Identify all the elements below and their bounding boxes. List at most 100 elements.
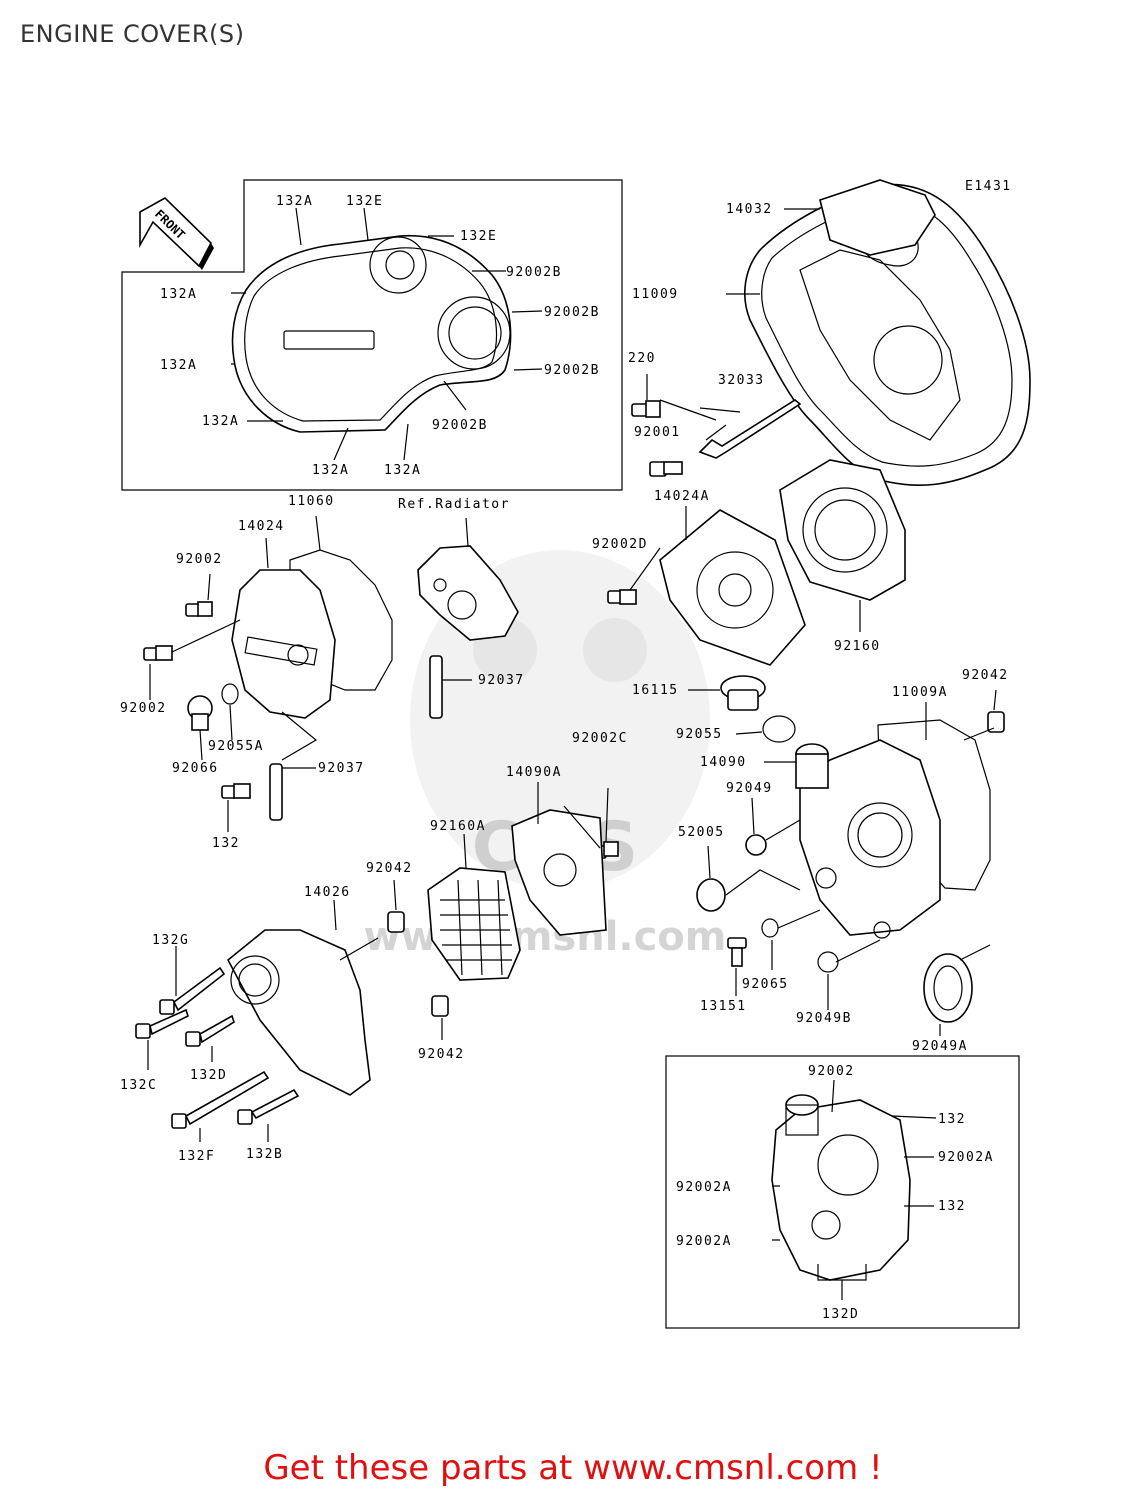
- cover-14032: [819, 179, 936, 256]
- oring-92055: [762, 715, 796, 743]
- label-132A: 132A: [384, 463, 421, 478]
- label-92002B: 92002B: [506, 265, 562, 280]
- leaders-14024A: [629, 506, 687, 591]
- leader-11060: [315, 515, 321, 551]
- label-92065: 92065: [742, 977, 789, 992]
- leaders-14026: [333, 899, 379, 961]
- cover-14024: [231, 569, 336, 719]
- leaders-92066: [199, 704, 233, 761]
- label-14024A: 14024A: [654, 489, 710, 504]
- screen-92160A: [427, 867, 521, 981]
- label-ref-radiator: Ref.Radiator: [398, 497, 510, 512]
- label-14026: 14026: [304, 885, 351, 900]
- label-92002A: 92002A: [676, 1234, 732, 1249]
- label-132A: 132A: [160, 287, 197, 302]
- label-14032: 14032: [726, 202, 773, 217]
- label-220: 220: [628, 351, 656, 366]
- label-132: 132: [938, 1199, 966, 1214]
- label-132A: 132A: [276, 194, 313, 209]
- watermark-url: www.cmsnl.com: [364, 914, 727, 960]
- label-92049B: 92049B: [796, 1011, 852, 1026]
- label-132A: 132A: [202, 414, 239, 429]
- cover-14024A: [659, 509, 806, 666]
- label-11009A: 11009A: [892, 685, 948, 700]
- label-92037: 92037: [318, 761, 365, 776]
- label-92002: 92002: [120, 701, 167, 716]
- label-132G: 132G: [152, 933, 189, 948]
- leaders-dowels: [393, 879, 443, 1040]
- seal-92049: [745, 834, 767, 856]
- label-92002B: 92002B: [432, 418, 488, 433]
- label-32033: 32033: [718, 373, 765, 388]
- filler-neck-14090: [795, 743, 829, 789]
- pin-92037-upper: [429, 655, 443, 719]
- water-pump-housing: [417, 545, 519, 641]
- footer-cta-link[interactable]: Get these parts at www.cmsnl.com !: [263, 1448, 883, 1488]
- cap-16115: [720, 675, 766, 711]
- parts-diagram: CMS www.cmsnl.com E1431 FRONT: [120, 179, 1031, 1329]
- label-92055A: 92055A: [208, 739, 264, 754]
- label-92002C: 92002C: [572, 731, 628, 746]
- screw-13151: [727, 937, 747, 967]
- inset-frame: [665, 1055, 1020, 1329]
- label-92055: 92055: [676, 727, 723, 742]
- bolt-220: [631, 400, 661, 418]
- label-11009: 11009: [632, 287, 679, 302]
- label-92002A: 92002A: [938, 1150, 994, 1165]
- leaders-inset: [772, 1079, 937, 1300]
- label-92002: 92002: [176, 552, 223, 567]
- label-14090A: 14090A: [506, 765, 562, 780]
- bolt-132C: [135, 1008, 189, 1039]
- inset-cover: [771, 1094, 911, 1281]
- label-132E: 132E: [460, 229, 497, 244]
- seal-92049A: [923, 953, 973, 1023]
- label-92002: 92002: [808, 1064, 855, 1079]
- figure-code: E1431: [965, 179, 1012, 194]
- right-cover-assembly: [799, 739, 941, 939]
- bolt-92002D: [607, 589, 637, 605]
- leaders-right-top: [699, 208, 820, 441]
- gasket-92160: [779, 459, 906, 601]
- leader-220: [646, 374, 717, 421]
- pin-92037-lower: [269, 763, 283, 821]
- label-92042: 92042: [962, 668, 1009, 683]
- leaders-right-cover: [764, 689, 997, 763]
- seal-92049B: [817, 951, 839, 973]
- label-132D: 132D: [822, 1307, 859, 1322]
- part-labels: 132A 132E 132E 92002B 92002B 92002B 132A…: [120, 194, 1009, 1322]
- label-132A: 132A: [160, 358, 197, 373]
- label-92001: 92001: [634, 425, 681, 440]
- plate-14090A-hole: [543, 853, 577, 887]
- label-132C: 132C: [120, 1078, 157, 1093]
- label-14024: 14024: [238, 519, 285, 534]
- leader-92160A: [463, 833, 467, 869]
- bolt-92001: [649, 461, 683, 477]
- label-132E: 132E: [346, 194, 383, 209]
- label-16115: 16115: [632, 683, 679, 698]
- label-92037: 92037: [478, 673, 525, 688]
- bolt-132B: [237, 1088, 300, 1125]
- bolt-132: [221, 783, 251, 799]
- plug-92066: [187, 695, 213, 731]
- leaders-92037: [281, 679, 472, 769]
- leaders-seals: [707, 797, 801, 896]
- leaders-92049: [827, 939, 991, 1036]
- washer-92065: [761, 918, 779, 938]
- bolt-132F: [171, 1070, 270, 1129]
- bolt-92002-lower: [143, 645, 173, 661]
- label-92002D: 92002D: [592, 537, 648, 552]
- label-92160: 92160: [834, 639, 881, 654]
- dowel-92042-bottom: [431, 995, 449, 1017]
- label-92066: 92066: [172, 761, 219, 776]
- label-132A: 132A: [312, 463, 349, 478]
- label-92002B: 92002B: [544, 305, 600, 320]
- cover-14026: [226, 929, 371, 1096]
- leaders-clutch-cover: [231, 207, 543, 461]
- leader-radiator: [465, 517, 469, 547]
- label-92049A: 92049A: [912, 1039, 968, 1054]
- label-92042: 92042: [366, 861, 413, 876]
- bolt-132D: [185, 1014, 235, 1047]
- bolt-132G: [159, 966, 226, 1015]
- leaders-92002: [149, 573, 241, 700]
- label-92042: 92042: [418, 1047, 465, 1062]
